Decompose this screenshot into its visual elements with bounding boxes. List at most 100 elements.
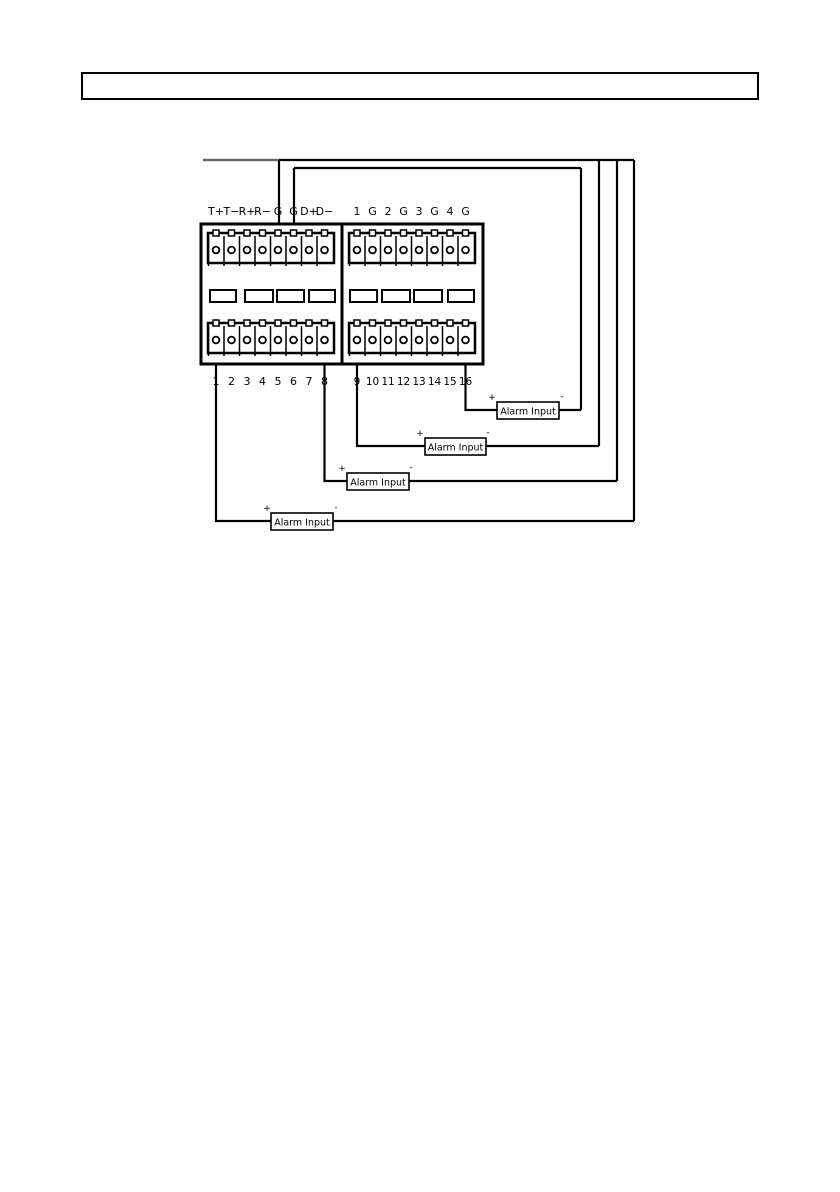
bottom-right-terminal-2-screw (385, 337, 392, 344)
alarm-input-plus-3: + (263, 504, 271, 514)
alarm-input-label-0: Alarm Input (500, 407, 556, 418)
top-left-terminal-0-screw (213, 247, 220, 254)
top-label-right-7: G (461, 205, 470, 218)
alarm-input-plus-0: + (488, 393, 496, 403)
terminal-board (201, 224, 483, 364)
bottom-right-terminal-3-tab (401, 320, 407, 326)
alarm-input-label-2: Alarm Input (350, 478, 406, 489)
slot-7 (448, 290, 474, 302)
bottom-right-terminal-6-screw (447, 337, 454, 344)
top-right-terminal-3-tab (401, 230, 407, 236)
top-left-terminal-2-tab (244, 230, 250, 236)
top-right-terminal-5-tab (432, 230, 438, 236)
top-left-terminal-7-tab (322, 230, 328, 236)
bottom-label-right-1: 10 (366, 376, 379, 388)
top-right-terminal-0-tab (354, 230, 360, 236)
top-left-terminal-4-tab (275, 230, 281, 236)
alarm-plus-wire-3 (216, 340, 271, 521)
top-left-terminal-1-screw (228, 247, 235, 254)
alarm-devices: Alarm Input+-Alarm Input+-Alarm Input+-A… (263, 392, 563, 530)
top-label-left-1: T− (223, 205, 240, 218)
bottom-label-right-4: 13 (412, 376, 425, 388)
top-label-right-5: G (430, 205, 439, 218)
bottom-right-terminal-1-tab (370, 320, 376, 326)
bottom-left-terminal-6-screw (306, 337, 313, 344)
slot-3 (309, 290, 335, 302)
top-left-terminal-6-screw (306, 247, 313, 254)
bottom-left-terminal-0-screw (213, 337, 220, 344)
bottom-label-right-7: 16 (459, 376, 473, 388)
slot-0 (210, 290, 236, 302)
bottom-left-terminal-1-screw (228, 337, 235, 344)
top-left-terminal-3-screw (259, 247, 266, 254)
bottom-left-terminal-2-tab (244, 320, 250, 326)
bottom-right-terminal-0-tab (354, 320, 360, 326)
top-right-terminal-4-screw (416, 247, 423, 254)
top-left-terminal-3-tab (260, 230, 266, 236)
top-label-right-2: 2 (385, 205, 392, 218)
top-right-terminal-5-screw (431, 247, 438, 254)
slot-2 (277, 290, 304, 302)
top-right-terminal-6-screw (447, 247, 454, 254)
bottom-label-left-0: 1 (213, 375, 220, 388)
top-right-terminal-7-screw (462, 247, 469, 254)
top-label-left-0: T+ (207, 205, 224, 218)
bottom-label-left-3: 4 (259, 375, 266, 388)
top-label-right-1: G (368, 205, 377, 218)
top-left-terminal-6-tab (306, 230, 312, 236)
bottom-label-left-5: 6 (290, 375, 297, 388)
top-right-terminal-0-screw (354, 247, 361, 254)
top-left-terminal-1-tab (229, 230, 235, 236)
top-left-terminal-7-screw (321, 247, 328, 254)
bottom-left-terminal-1-tab (229, 320, 235, 326)
bottom-label-right-3: 12 (397, 376, 410, 388)
alarm-input-plus-1: + (416, 429, 424, 439)
top-label-left-7: D− (316, 205, 334, 218)
bottom-right-terminal-4-screw (416, 337, 423, 344)
bottom-label-left-4: 5 (275, 375, 282, 388)
bottom-left-terminal-3-tab (260, 320, 266, 326)
slot-1 (245, 290, 273, 302)
top-label-left-4: G (274, 205, 283, 218)
bottom-right-terminal-2-tab (385, 320, 391, 326)
top-label-left-3: R− (254, 205, 271, 218)
top-left-terminal-4-screw (275, 247, 282, 254)
bottom-left-terminal-5-tab (291, 320, 297, 326)
bottom-right-terminal-5-screw (431, 337, 438, 344)
bottom-right-terminal-4-tab (416, 320, 422, 326)
bottom-label-right-5: 14 (428, 376, 442, 388)
bottom-right-terminal-6-tab (447, 320, 453, 326)
top-label-right-3: G (399, 205, 408, 218)
bottom-left-terminal-0-tab (213, 320, 219, 326)
top-right-terminal-2-screw (385, 247, 392, 254)
alarm-input-minus-0: - (560, 392, 563, 402)
top-left-terminal-2-screw (244, 247, 251, 254)
top-left-terminal-5-screw (290, 247, 297, 254)
bottom-label-right-2: 11 (381, 376, 394, 388)
bottom-right-terminal-0-screw (354, 337, 361, 344)
top-label-right-0: 1 (354, 205, 361, 218)
top-right-terminal-1-screw (369, 247, 376, 254)
top-right-terminal-3-screw (400, 247, 407, 254)
bottom-left-terminal-7-screw (321, 337, 328, 344)
bottom-right-terminal-1-screw (369, 337, 376, 344)
top-label-right-6: 4 (447, 205, 454, 218)
bottom-left-terminal-2-screw (244, 337, 251, 344)
bottom-left-terminal-5-screw (290, 337, 297, 344)
slot-6 (414, 290, 442, 302)
alarm-input-plus-2: + (338, 464, 346, 474)
bottom-label-left-1: 2 (228, 375, 235, 388)
top-right-terminal-2-tab (385, 230, 391, 236)
alarm-input-minus-2: - (409, 463, 412, 473)
alarm-input-label-1: Alarm Input (428, 443, 484, 454)
bottom-left-terminal-3-screw (259, 337, 266, 344)
bottom-left-terminal-7-tab (322, 320, 328, 326)
alarm-input-minus-3: - (334, 503, 337, 513)
top-left-terminal-5-tab (291, 230, 297, 236)
top-right-terminal-4-tab (416, 230, 422, 236)
bottom-label-left-7: 8 (321, 375, 328, 388)
top-right-terminal-1-tab (370, 230, 376, 236)
bottom-right-terminal-5-tab (432, 320, 438, 326)
bottom-right-terminal-3-screw (400, 337, 407, 344)
